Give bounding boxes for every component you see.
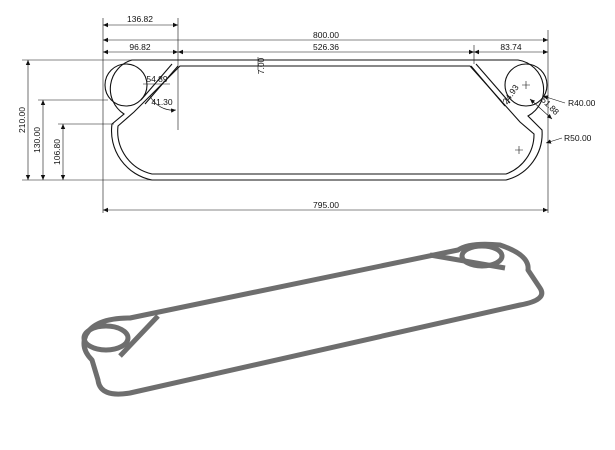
dim-line-51-88 <box>529 98 553 120</box>
angle-arc-41-30 <box>149 95 177 113</box>
right-divider-line <box>475 63 511 104</box>
right-port-center-mark <box>522 81 530 89</box>
dim-text-106-80: 106.80 <box>52 139 62 165</box>
dim-text-800: 800.00 <box>313 30 339 40</box>
dim-text-96-82: 96.82 <box>129 42 151 52</box>
iso-left-divider <box>118 314 160 358</box>
dim-text-r50: R50.00 <box>564 133 592 143</box>
dim-text-83-74: 83.74 <box>500 42 522 52</box>
right-port-circle <box>504 63 548 107</box>
left-divider-line <box>144 65 179 105</box>
gasket-outline-outer <box>109 59 545 181</box>
leader-r50 <box>545 137 563 144</box>
dim-text-526-36: 526.36 <box>313 42 339 52</box>
iso-right-divider <box>429 252 506 271</box>
iso-left-port <box>81 323 131 353</box>
dim-text-24-93: 24.93 <box>500 82 521 105</box>
dim-text-210: 210.00 <box>17 107 27 133</box>
dim-text-136-82: 136.82 <box>127 14 153 24</box>
iso-gasket-outline <box>81 241 545 397</box>
dim-text-41-30: 41.30 <box>151 97 173 107</box>
dim-text-795: 795.00 <box>313 200 339 210</box>
dim-text-7-00: 7.00 <box>256 57 266 74</box>
left-divider-line-2 <box>140 63 173 101</box>
left-port-circle <box>104 63 148 107</box>
dim-text-54-89: 54.89 <box>146 74 168 84</box>
gasket-outline-inner <box>117 65 535 175</box>
isometric-view <box>81 241 545 397</box>
leader-r40 <box>542 95 566 104</box>
top-view: 136.82 800.00 96.82 526.36 83.74 7.00 54… <box>17 14 596 213</box>
dim-text-r40: R40.00 <box>568 98 596 108</box>
right-divider-line-2 <box>470 65 506 107</box>
extension-lines <box>22 18 549 213</box>
dim-text-130: 130.00 <box>32 127 42 153</box>
lower-corner-center-mark <box>515 146 523 154</box>
